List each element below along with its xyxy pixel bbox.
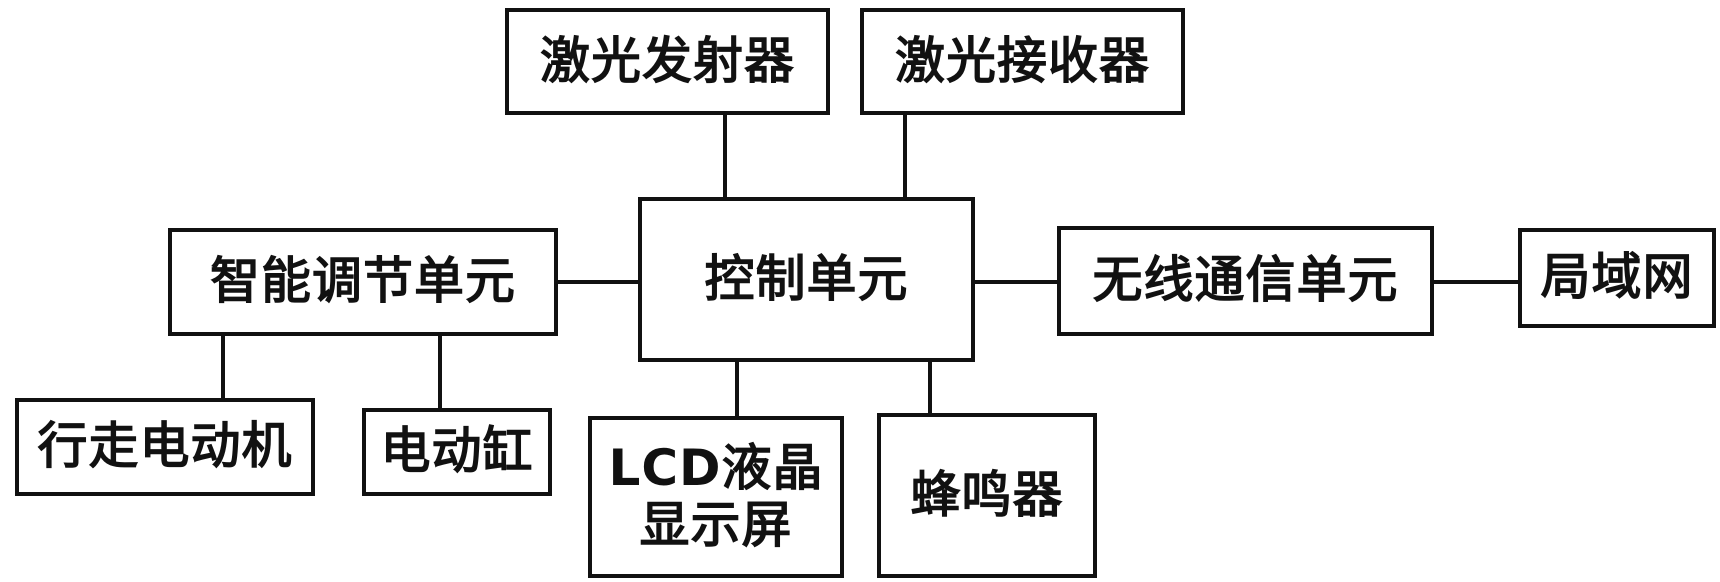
lan-box: 局域网 — [1518, 228, 1716, 328]
laser-receiver-box: 激光接收器 — [860, 8, 1185, 115]
electric-cylinder-box: 电动缸 — [362, 408, 552, 496]
smart-adjust-unit-box: 智能调节单元 — [168, 228, 558, 336]
wireless-comm-unit-box: 无线通信单元 — [1057, 226, 1434, 336]
walking-motor-label: 行走电动机 — [37, 417, 293, 476]
lcd-display-label-line2: 显示屏 — [639, 496, 793, 554]
control-unit-box: 控制单元 — [638, 197, 975, 362]
control-unit-label: 控制单元 — [704, 249, 909, 308]
laser-receiver-label: 激光接收器 — [895, 31, 1150, 90]
laser-emitter-label: 激光发射器 — [540, 31, 795, 90]
lcd-display-label-line1: LCD液晶 — [608, 438, 824, 497]
buzzer-label: 蜂鸣器 — [910, 465, 1064, 524]
walking-motor-box: 行走电动机 — [15, 398, 315, 496]
lan-label: 局域网 — [1540, 248, 1694, 307]
buzzer-box: 蜂鸣器 — [877, 413, 1097, 578]
wireless-comm-unit-label: 无线通信单元 — [1092, 251, 1399, 310]
electric-cylinder-label: 电动缸 — [380, 422, 534, 481]
lcd-display-box: LCD液晶 显示屏 — [588, 416, 844, 578]
laser-emitter-box: 激光发射器 — [505, 8, 830, 115]
smart-adjust-unit-label: 智能调节单元 — [210, 252, 516, 311]
